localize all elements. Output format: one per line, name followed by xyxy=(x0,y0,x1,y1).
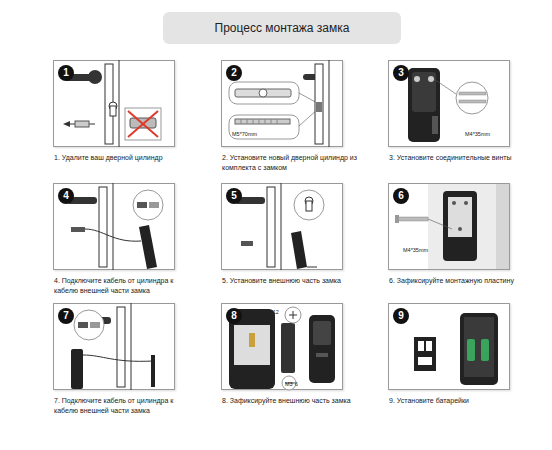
step-panel: 3. Установите соединительные винты3 xyxy=(388,60,510,147)
step-panel: 8. Зафиксируйте внешнюю часть замка8 xyxy=(221,303,343,390)
step-number: 1 xyxy=(58,65,74,81)
step-number: 8 xyxy=(226,308,242,324)
step-number: 5 xyxy=(226,188,242,204)
callout-number: 9 xyxy=(393,308,409,324)
callout-number: 2 xyxy=(226,65,242,81)
step-caption: 3. Установите соединительные винты xyxy=(389,153,527,163)
step-caption: 1. Удалите ваш дверной цилиндр xyxy=(54,153,192,163)
step-panel: 9. Установите батарейки9 xyxy=(388,303,510,390)
step-caption: 5. Установите внешнюю часть замка xyxy=(222,276,360,286)
dimension-label: M3*6 xyxy=(285,381,298,387)
step-caption: 7. Подключите кабель от цилиндра к кабел… xyxy=(54,396,192,416)
title-text: Процесс монтажа замка xyxy=(163,12,401,44)
callout-number: 1 xyxy=(58,65,74,81)
step-panel: 4. Подключите кабель от цилиндра к кабел… xyxy=(53,183,175,270)
step-caption: 6. Зафиксируйте монтажную пластину xyxy=(389,276,527,286)
step-panel: 6. Зафиксируйте монтажную пластину6 xyxy=(388,183,510,270)
dimension-label: M4*35mm xyxy=(403,247,428,253)
callout-number: 5 xyxy=(226,188,242,204)
callout-number: 3 xyxy=(393,65,409,81)
callout-number: 4 xyxy=(58,188,74,204)
dimension-label: M4*12 xyxy=(263,309,279,315)
dimension-label: M4*35mm xyxy=(465,131,490,137)
step-number: 2 xyxy=(226,65,242,81)
callout-number: 6 xyxy=(393,188,409,204)
step-panel: 5. Установите внешнюю часть замка5 xyxy=(221,183,343,270)
step-number: 4 xyxy=(58,188,74,204)
step-caption: 9. Установите батарейки xyxy=(389,396,527,406)
step-number: 3 xyxy=(393,65,409,81)
step-panel: 7. Подключите кабель от цилиндра к кабел… xyxy=(53,303,175,390)
step-caption: 2. Установите новый дверной цилиндр из к… xyxy=(222,153,360,173)
step-panel: 1. Удалите ваш дверной цилиндр1 xyxy=(53,60,175,147)
step-caption: 4. Подключите кабель от цилиндра к кабел… xyxy=(54,276,192,296)
step-number: 6 xyxy=(393,188,409,204)
step-number: 7 xyxy=(58,308,74,324)
dimension-label: M5*70mm xyxy=(232,131,257,137)
step-number: 9 xyxy=(393,308,409,324)
callout-number: 7 xyxy=(58,308,74,324)
callout-number: 8 xyxy=(226,308,242,324)
step-caption: 8. Зафиксируйте внешнюю часть замка xyxy=(222,396,360,406)
